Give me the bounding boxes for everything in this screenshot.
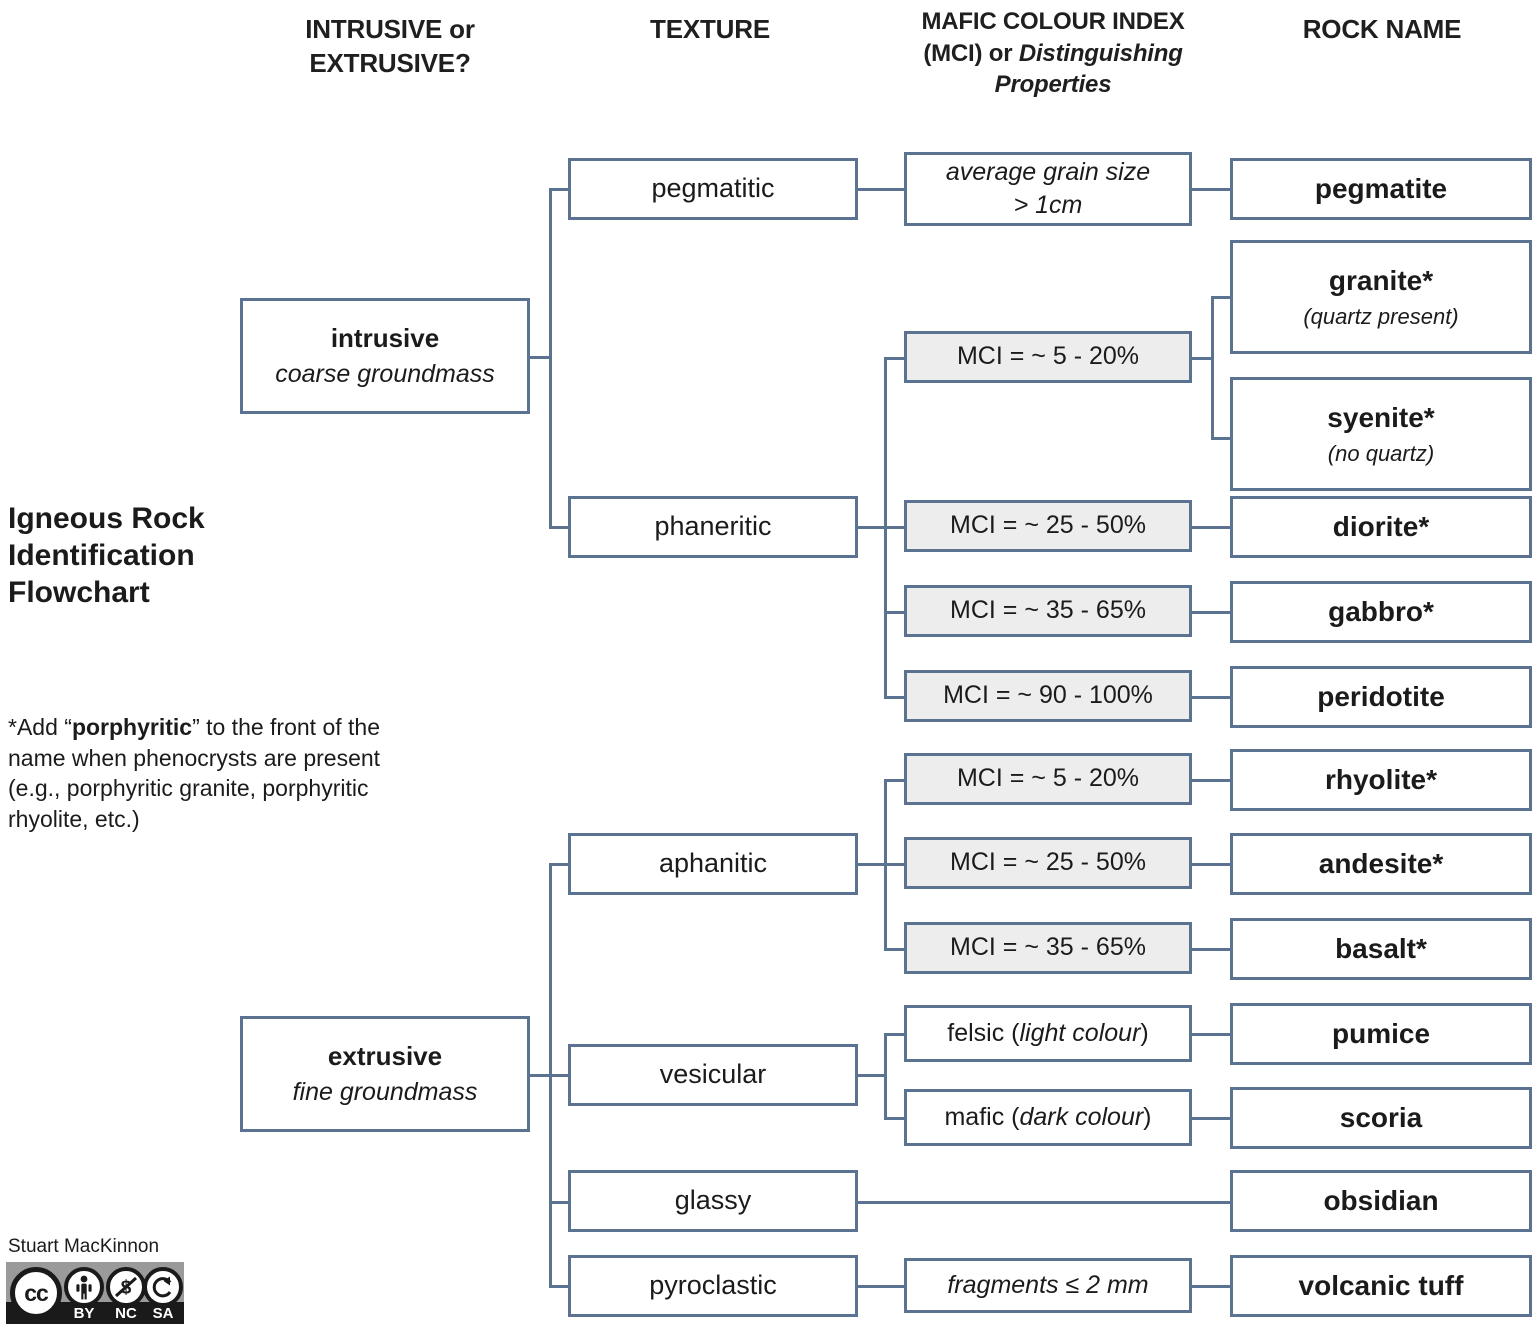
connector-aphanitic-stub: [858, 863, 886, 866]
connector-to-basalt: [1192, 948, 1232, 951]
node-rock-rhyolite[interactable]: rhyolite*: [1230, 749, 1532, 811]
node-texture-aphanitic[interactable]: aphanitic: [568, 833, 858, 895]
node-criterion-felsic[interactable]: felsic (light colour): [904, 1005, 1192, 1062]
node-texture-pegmatitic[interactable]: pegmatitic: [568, 158, 858, 220]
node-rock-gabbro[interactable]: gabbro*: [1230, 581, 1532, 643]
connector-granite-syenite-trunk: [1211, 296, 1214, 440]
node-intrusive[interactable]: intrusive coarse groundmass: [240, 298, 530, 414]
connector-mci1-stub: [1192, 357, 1214, 360]
connector-to-pyroclastic: [549, 1285, 570, 1288]
connector-pegmatitic-to-criterion: [858, 188, 906, 191]
node-rock-granite[interactable]: granite* (quartz present): [1230, 240, 1532, 354]
connector-glassy-to-obsidian: [858, 1201, 1232, 1204]
author-credit: Stuart MacKinnon: [8, 1236, 160, 1257]
connector-to-rhyolite: [1192, 779, 1232, 782]
connector-extrusive-stub: [529, 1074, 551, 1077]
connector-to-pumice: [1192, 1033, 1232, 1036]
connector-aphanitic-mci-1: [884, 779, 906, 782]
cc-label-nc: NC: [115, 1305, 137, 1322]
column-header-intrusive-extrusive: INTRUSIVE or EXTRUSIVE?: [255, 12, 525, 81]
node-rock-pumice[interactable]: pumice: [1230, 1003, 1532, 1065]
connector-phaneritic-stub: [858, 526, 886, 529]
node-criterion-mci-25-50-intrusive[interactable]: MCI = ~ 25 - 50%: [904, 500, 1192, 552]
node-rock-diorite[interactable]: diorite*: [1230, 496, 1532, 558]
connector-phaneritic-mci-2: [884, 526, 906, 529]
node-rock-peridotite[interactable]: peridotite: [1230, 666, 1532, 728]
connector-to-diorite: [1192, 526, 1232, 529]
cc-noncommercial-icon: $: [106, 1267, 146, 1307]
connector-to-gabbro: [1192, 611, 1232, 614]
node-rock-volcanic-tuff[interactable]: volcanic tuff: [1230, 1255, 1532, 1317]
connector-to-scoria: [1192, 1117, 1232, 1120]
node-texture-vesicular[interactable]: vesicular: [568, 1044, 858, 1106]
node-criterion-fragments[interactable]: fragments ≤ 2 mm: [904, 1258, 1192, 1313]
connector-vesicular-stub: [858, 1074, 886, 1077]
node-criterion-mafic[interactable]: mafic (dark colour): [904, 1089, 1192, 1146]
connector-aphanitic-mci-2: [884, 863, 906, 866]
connector-to-glassy: [549, 1201, 570, 1204]
cc-logo-icon: cc: [10, 1267, 62, 1319]
header-line-2: EXTRUSIVE?: [309, 48, 471, 79]
connector-intrusive-stub: [529, 356, 551, 359]
node-extrusive[interactable]: extrusive fine groundmass: [240, 1016, 530, 1132]
node-rock-obsidian[interactable]: obsidian: [1230, 1170, 1532, 1232]
connector-to-pegmatitic: [549, 188, 570, 191]
connector-phaneritic-mci-3: [884, 611, 906, 614]
node-criterion-mci-35-65-intrusive[interactable]: MCI = ~ 35 - 65%: [904, 585, 1192, 637]
node-rock-pegmatite[interactable]: pegmatite: [1230, 158, 1532, 220]
cc-label-sa: SA: [152, 1305, 174, 1322]
connector-to-phaneritic: [549, 526, 570, 529]
connector-to-peridotite: [1192, 696, 1232, 699]
connector-vesicular-mafic: [884, 1117, 906, 1120]
connector-aphanitic-mci-3: [884, 948, 906, 951]
node-texture-phaneritic[interactable]: phaneritic: [568, 496, 858, 558]
node-criterion-mci-25-50-extrusive[interactable]: MCI = ~ 25 - 50%: [904, 837, 1192, 889]
connector-vesicular-felsic: [884, 1033, 906, 1036]
porphyritic-note: *Add “porphyritic” to the front of the n…: [8, 714, 381, 832]
header-line-1: INTRUSIVE or: [305, 14, 475, 44]
connector-to-aphanitic: [549, 863, 570, 866]
node-rock-syenite[interactable]: syenite* (no quartz): [1230, 377, 1532, 491]
cc-attribution-icon: [64, 1267, 104, 1307]
connector-phaneritic-mci-4: [884, 696, 906, 699]
connector-to-syenite: [1211, 437, 1233, 440]
connector-criterion-to-volcanic-tuff: [1192, 1285, 1232, 1288]
creative-commons-license-badge[interactable]: cc $ BY NC SA: [6, 1262, 184, 1324]
connector-to-granite: [1211, 296, 1233, 299]
node-rock-scoria[interactable]: scoria: [1230, 1087, 1532, 1149]
column-header-texture: TEXTURE: [650, 14, 770, 44]
page-title: Igneous Rock Identification Flowchart: [8, 502, 205, 610]
node-criterion-grain-size[interactable]: average grain size > 1cm: [904, 152, 1192, 226]
cc-label-by: BY: [73, 1305, 95, 1322]
node-criterion-mci-5-20-intrusive[interactable]: MCI = ~ 5 - 20%: [904, 331, 1192, 383]
cc-sharealike-icon: [143, 1267, 183, 1307]
connector-pyroclastic-to-criterion: [858, 1285, 906, 1288]
node-criterion-mci-90-100[interactable]: MCI = ~ 90 - 100%: [904, 670, 1192, 722]
node-texture-pyroclastic[interactable]: pyroclastic: [568, 1255, 858, 1317]
connector-phaneritic-mci-1: [884, 357, 906, 360]
node-rock-basalt[interactable]: basalt*: [1230, 918, 1532, 980]
connector-criterion-to-pegmatite: [1192, 188, 1232, 191]
node-rock-andesite[interactable]: andesite*: [1230, 833, 1532, 895]
node-texture-glassy[interactable]: glassy: [568, 1170, 858, 1232]
column-header-mci: MAFIC COLOUR INDEX (MCI) or Distinguishi…: [921, 8, 1185, 99]
connector-to-andesite: [1192, 863, 1232, 866]
column-header-rock-name: ROCK NAME: [1302, 14, 1462, 44]
node-criterion-mci-35-65-extrusive[interactable]: MCI = ~ 35 - 65%: [904, 922, 1192, 974]
connector-to-vesicular: [549, 1074, 570, 1077]
node-criterion-mci-5-20-extrusive[interactable]: MCI = ~ 5 - 20%: [904, 753, 1192, 805]
